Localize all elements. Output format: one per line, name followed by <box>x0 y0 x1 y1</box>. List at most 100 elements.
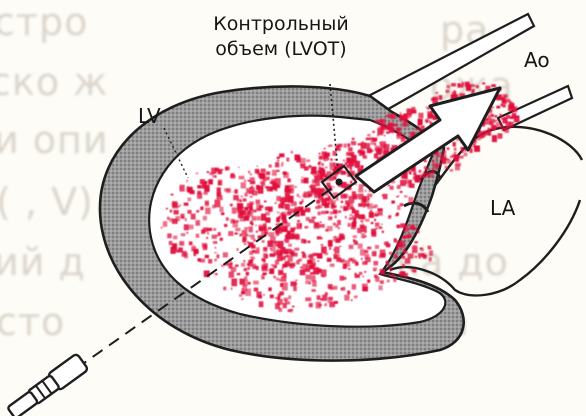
flow-speckle <box>318 205 322 208</box>
flow-speckle <box>257 216 261 220</box>
flow-speckle <box>382 231 384 233</box>
flow-speckle <box>367 134 370 136</box>
flow-speckle <box>298 207 303 212</box>
flow-speckle <box>502 105 505 108</box>
flow-speckle <box>378 119 383 124</box>
flow-speckle <box>328 216 332 220</box>
flow-speckle <box>343 207 347 211</box>
flow-speckle <box>328 145 330 147</box>
flow-speckle <box>365 257 371 262</box>
flow-speckle <box>282 276 287 282</box>
la-label: LA <box>490 198 515 218</box>
flow-speckle <box>358 194 363 200</box>
flow-speckle <box>320 221 322 223</box>
flow-speckle <box>313 217 316 219</box>
flow-speckle <box>383 194 388 199</box>
flow-speckle <box>226 167 229 171</box>
flow-speckle <box>482 83 485 85</box>
flow-speckle <box>302 264 307 270</box>
flow-speckle <box>278 241 284 249</box>
flow-speckle <box>232 207 237 213</box>
flow-speckle <box>364 250 368 253</box>
flow-speckle <box>366 138 370 141</box>
flow-speckle <box>496 119 498 121</box>
flow-speckle <box>509 104 514 107</box>
flow-speckle <box>391 201 395 204</box>
flow-speckle <box>265 212 270 216</box>
doppler-transducer-icon <box>5 353 88 416</box>
flow-speckle <box>446 90 450 93</box>
flow-speckle <box>359 184 363 189</box>
flow-speckle <box>265 255 268 259</box>
flow-speckle <box>380 124 384 127</box>
flow-speckle <box>239 176 245 180</box>
flow-speckle <box>242 230 248 235</box>
flow-speckle <box>367 280 370 283</box>
flow-speckle <box>372 251 376 256</box>
flow-speckle <box>269 272 271 273</box>
flow-speckle <box>256 247 260 250</box>
flow-speckle <box>353 235 357 238</box>
flow-speckle <box>284 256 286 258</box>
flow-speckle <box>321 269 327 276</box>
flow-speckle <box>252 216 257 221</box>
flow-speckle <box>362 284 368 292</box>
flow-speckle <box>496 106 500 109</box>
flow-speckle <box>241 207 244 210</box>
flow-speckle <box>244 243 246 245</box>
flow-speckle <box>256 292 261 298</box>
flow-speckle <box>265 207 270 211</box>
flow-speckle <box>352 138 355 140</box>
flow-speckle <box>188 198 192 202</box>
flow-speckle <box>187 210 191 214</box>
flow-speckle <box>378 211 383 215</box>
flow-speckle <box>235 189 238 193</box>
flow-speckle <box>405 258 411 263</box>
flow-speckle <box>418 113 423 119</box>
flow-speckle <box>163 221 167 227</box>
flow-speckle <box>362 223 364 224</box>
flow-speckle <box>325 303 327 304</box>
flow-speckle <box>235 233 238 235</box>
flow-speckle <box>428 114 433 118</box>
flow-speckle <box>409 180 412 184</box>
flow-speckle <box>343 160 346 162</box>
flow-speckle <box>251 235 255 240</box>
flow-speckle <box>372 150 374 152</box>
flow-speckle <box>455 163 461 167</box>
flow-speckle <box>317 269 321 273</box>
flow-speckle <box>300 164 305 168</box>
flow-speckle <box>283 171 287 174</box>
flow-speckle <box>453 91 456 94</box>
flow-speckle <box>325 197 330 201</box>
flow-speckle <box>351 299 353 301</box>
flow-speckle <box>353 218 356 221</box>
flow-speckle <box>213 228 216 231</box>
flow-speckle <box>264 175 266 178</box>
flow-speckle <box>398 195 400 196</box>
flow-speckle <box>261 169 266 173</box>
flow-speckle <box>327 258 332 262</box>
flow-speckle <box>414 245 416 246</box>
flow-speckle <box>209 172 214 175</box>
flow-speckle <box>187 186 189 188</box>
flow-speckle <box>403 134 405 136</box>
flow-speckle <box>187 232 189 234</box>
flow-speckle <box>262 258 266 261</box>
flow-speckle <box>244 216 249 221</box>
flow-speckle <box>314 176 319 181</box>
flow-speckle <box>275 255 277 256</box>
flow-speckle <box>240 200 242 202</box>
flow-speckle <box>357 228 361 234</box>
flow-speckle <box>213 241 217 244</box>
flow-speckle <box>412 246 418 253</box>
flow-speckle <box>455 159 459 162</box>
flow-speckle <box>217 187 221 193</box>
flow-speckle <box>348 258 352 261</box>
flow-speckle <box>386 115 389 117</box>
flow-speckle <box>196 173 198 175</box>
flow-speckle <box>403 250 406 253</box>
flow-speckle <box>333 236 339 241</box>
flow-speckle <box>477 138 480 140</box>
